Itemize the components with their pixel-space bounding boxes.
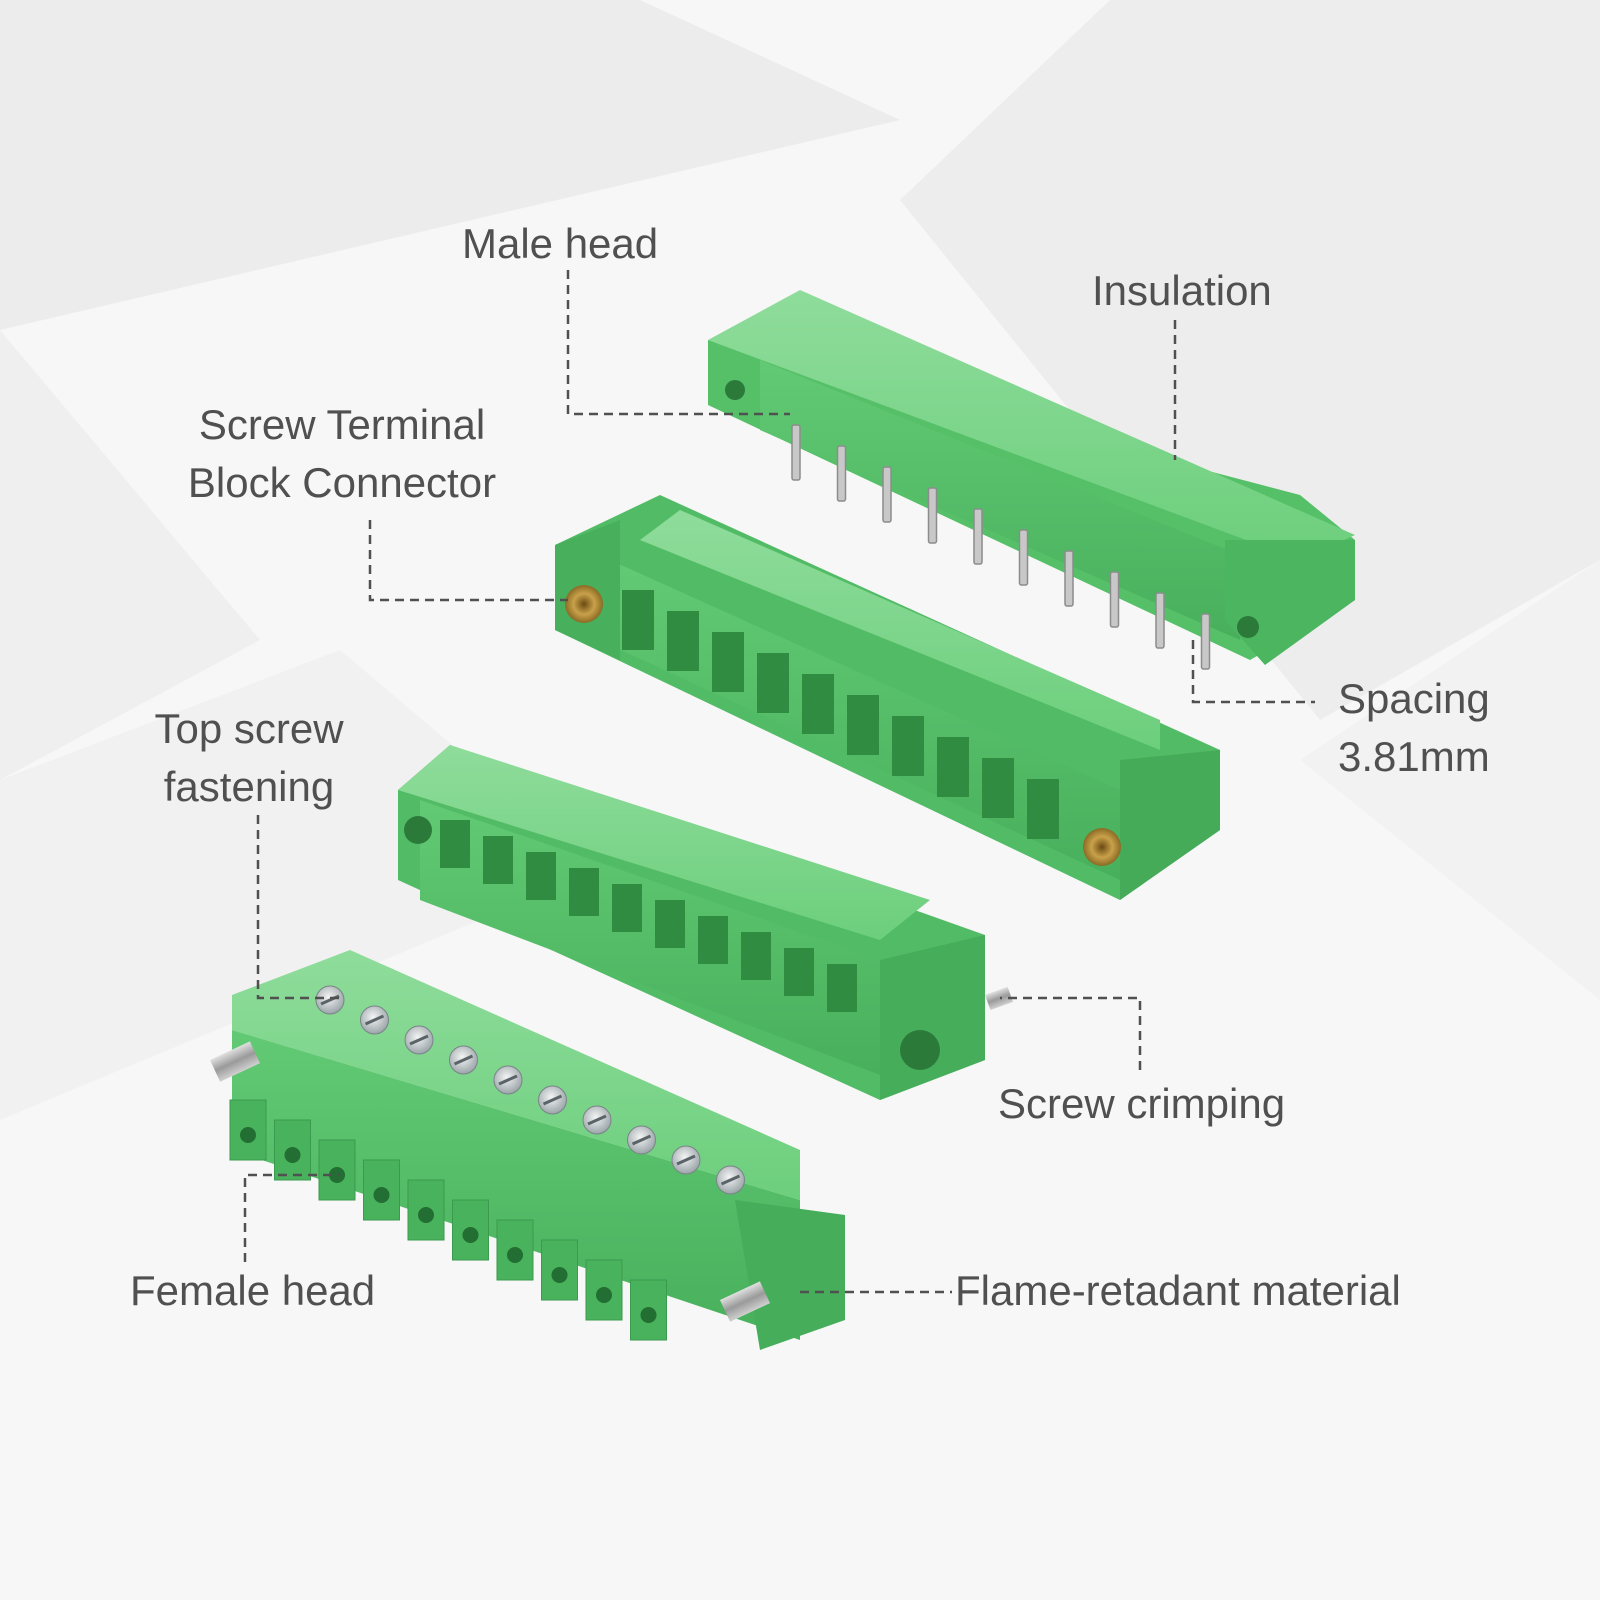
wire-hole-icon [240, 1127, 256, 1143]
socket-slot-icon [757, 653, 789, 713]
female-head-label: Female head [130, 1267, 376, 1314]
pin-icon [1064, 550, 1074, 607]
screw-terminal-label: Screw Terminal Block Connector [162, 396, 522, 512]
socket-slot-icon [892, 716, 924, 776]
wire-hole-icon [507, 1247, 523, 1263]
pin-icon [973, 508, 983, 565]
plug-slot-icon [784, 948, 814, 996]
screw-crimping-label: Screw crimping [998, 1080, 1286, 1127]
top-screw-label-line1: Top screw [154, 705, 344, 752]
wire-hole-icon [596, 1287, 612, 1303]
wire-hole-icon [640, 1307, 657, 1323]
pin-icon [882, 466, 892, 523]
insulation-label: Insulation [1092, 267, 1272, 314]
leader-screw-terminal [368, 520, 568, 602]
wire-hole-icon [462, 1227, 479, 1243]
pin-icon [836, 445, 847, 502]
leader-female-head [243, 1173, 340, 1262]
screw-stud-icon [985, 986, 1014, 1011]
male-head-label: Male head [462, 220, 659, 267]
leader-male-head [566, 270, 790, 416]
spacing-label-line1: Spacing [1338, 675, 1490, 722]
leader-lines [243, 270, 1315, 1294]
wire-hole-icon [373, 1187, 390, 1203]
socket-slot-icon [667, 611, 699, 671]
socket-slot-icon [847, 695, 879, 755]
wire-hole-icon [551, 1267, 568, 1283]
socket-slot-icon [622, 590, 654, 650]
plug-slot-icon [440, 820, 470, 868]
wire-hole-icon [418, 1207, 434, 1223]
pin-icon [1109, 571, 1120, 628]
pin-icon [1200, 613, 1211, 670]
socket-slot-icon [802, 674, 834, 734]
plug-slot-icon [526, 852, 556, 900]
leader-spacing [1191, 640, 1315, 704]
screw-terminal-label-line1: Screw Terminal [198, 401, 486, 448]
male-header-socket [555, 495, 1220, 900]
leader-screw-crimping [1000, 996, 1142, 1070]
brass-insert-icon [1083, 828, 1121, 866]
leader-top-screw [256, 815, 340, 1000]
pin-icon [791, 424, 801, 481]
screw-stud-icon [720, 1281, 771, 1322]
plug-slot-icon [655, 900, 685, 948]
plug-slot-icon [612, 884, 642, 932]
wire-hole-icon [284, 1147, 301, 1163]
spacing-label: Spacing 3.81mm [1338, 670, 1490, 786]
plug-slot-icon [827, 964, 857, 1012]
spacing-label-line2: 3.81mm [1338, 733, 1490, 780]
wire-hole-icon [329, 1167, 345, 1183]
socket-slot-icon [712, 632, 744, 692]
flame-retardant-label: Flame-retadant material [955, 1267, 1401, 1314]
plug-slot-icon [741, 932, 771, 980]
top-screw-label: Top screw fastening [128, 700, 370, 816]
plug-housing [398, 745, 1014, 1100]
screw-terminal-label-line2: Block Connector [187, 459, 497, 506]
screw-stud-icon [209, 1041, 261, 1082]
male-header-pins [708, 290, 1355, 670]
plug-slot-icon [698, 916, 728, 964]
socket-slot-icon [937, 737, 969, 797]
pin-icon [1155, 592, 1165, 649]
plug-slot-icon [569, 868, 599, 916]
socket-slot-icon [982, 758, 1014, 818]
pin-icon [1018, 529, 1029, 586]
socket-slot-icon [1027, 779, 1059, 839]
plug-slot-icon [483, 836, 513, 884]
brass-insert-icon [565, 585, 603, 623]
top-screw-label-line2: fastening [163, 763, 335, 810]
pin-icon [927, 487, 938, 544]
female-plug [209, 950, 845, 1350]
